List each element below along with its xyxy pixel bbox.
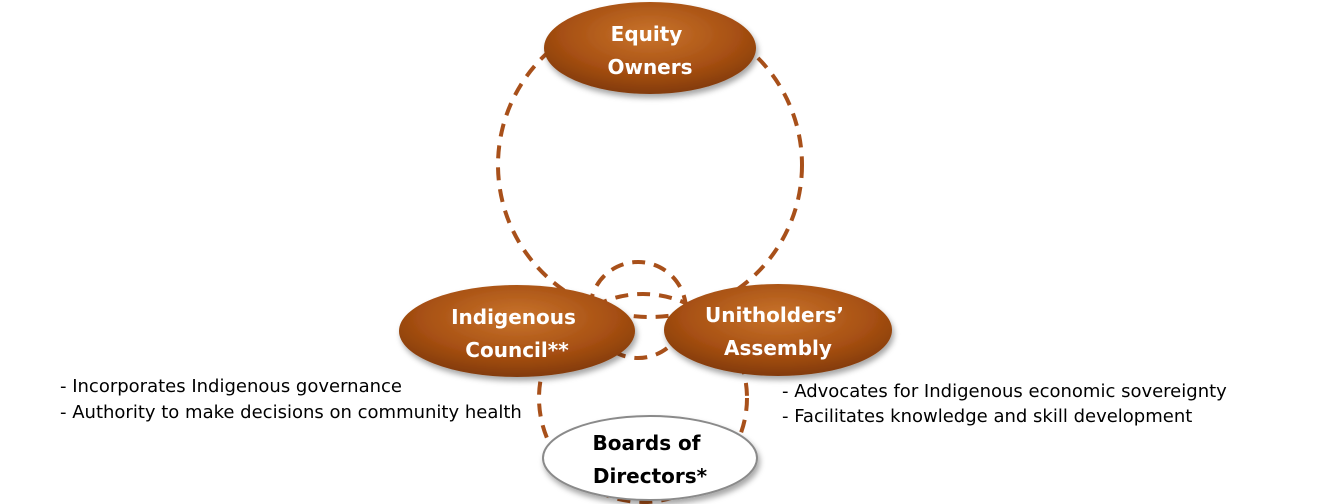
boards-of-directors-node: Boards of Directors* (542, 415, 758, 501)
council-note-1: - Incorporates Indigenous governance (60, 376, 402, 397)
indigenous-council-label-line1: Indigenous (451, 305, 576, 329)
council-notes: - Incorporates Indigenous governance - A… (60, 376, 522, 423)
lower-connector-circle (537, 292, 749, 504)
boards-of-directors-label-line1: Boards of (593, 431, 701, 455)
equity-owners-label-line2: Owners (607, 55, 692, 79)
equity-owners-shape (544, 2, 756, 94)
equity-owners-label: Equity Owners (607, 22, 692, 79)
indigenous-council-node: Indigenous Council** (399, 285, 635, 377)
equity-owners-node: Equity Owners (544, 2, 756, 94)
indigenous-council-label-line2: Council** (465, 338, 569, 362)
indigenous-council-shape (399, 285, 635, 377)
equity-owners-label-line1: Equity (611, 22, 683, 46)
unitholders-assembly-label-line1: Unitholders’ (705, 303, 844, 327)
assembly-note-1: - Advocates for Indigenous economic sove… (782, 381, 1227, 402)
boards-of-directors-label: Boards of Directors* (593, 431, 708, 488)
unitholders-assembly-label: Unitholders’ Assembly (705, 303, 851, 360)
boards-of-directors-shape (542, 415, 758, 501)
unitholders-assembly-node: Unitholders’ Assembly (664, 284, 892, 376)
assembly-note-2: - Facilitates knowledge and skill develo… (782, 406, 1192, 427)
council-note-2: - Authority to make decisions on communi… (60, 402, 522, 423)
indigenous-council-label: Indigenous Council** (451, 305, 583, 362)
boards-of-directors-label-line2: Directors* (593, 464, 708, 488)
assembly-notes: - Advocates for Indigenous economic sove… (782, 381, 1233, 427)
unitholders-assembly-label-line2: Assembly (724, 336, 832, 360)
unitholders-assembly-shape (664, 284, 892, 376)
